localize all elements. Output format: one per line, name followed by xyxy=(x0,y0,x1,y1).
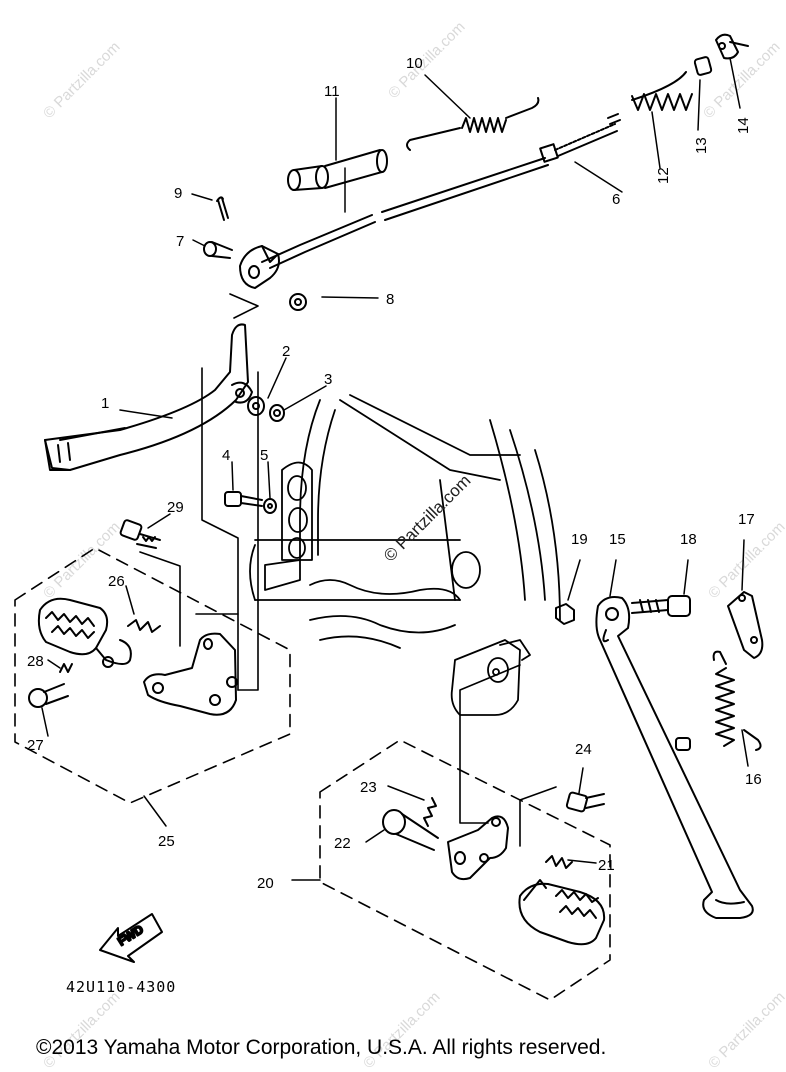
side-stand xyxy=(595,596,754,919)
rod-clevis xyxy=(239,245,280,289)
nut-3 xyxy=(269,404,285,422)
callout-6: 6 xyxy=(612,191,620,208)
callout-29: 29 xyxy=(167,499,184,516)
footrest-assembly-25 xyxy=(14,547,291,804)
pin-7 xyxy=(203,241,233,259)
brake-pedal xyxy=(44,323,253,471)
callout-22: 22 xyxy=(334,835,351,852)
footrest-assembly-20 xyxy=(319,739,611,1001)
callout-23: 23 xyxy=(360,779,377,796)
bolt-4 xyxy=(224,491,263,507)
washer-2 xyxy=(247,396,265,416)
callout-15: 15 xyxy=(609,531,626,548)
spring-12 xyxy=(631,71,693,111)
callout-16: 16 xyxy=(745,771,762,788)
copyright-notice: ©2013 Yamaha Motor Corporation, U.S.A. A… xyxy=(36,1036,607,1059)
callout-9: 9 xyxy=(174,185,182,202)
shaft-11 xyxy=(287,149,388,191)
fwd-label: FWD xyxy=(115,922,146,949)
callout-26: 26 xyxy=(108,573,125,590)
bolt-18 xyxy=(631,595,691,617)
callout-5: 5 xyxy=(260,447,268,464)
callout-21: 21 xyxy=(598,857,615,874)
callout-27: 27 xyxy=(27,737,44,754)
callout-3: 3 xyxy=(324,371,332,388)
callout-7: 7 xyxy=(176,233,184,250)
callout-25: 25 xyxy=(158,833,175,850)
callout-12: 12 xyxy=(655,167,672,184)
nut-19 xyxy=(555,603,575,625)
callout-24: 24 xyxy=(575,741,592,758)
bolt-29 xyxy=(119,519,161,549)
callout-20: 20 xyxy=(257,875,274,892)
washer-8 xyxy=(289,293,307,311)
frame-structure xyxy=(249,394,561,716)
cotter-pin-9 xyxy=(216,196,229,221)
callout-numbers: 1 2 3 4 5 6 7 8 9 10 11 12 13 14 15 16 1… xyxy=(27,55,762,892)
callout-2: 2 xyxy=(282,343,290,360)
diagram-code: 42U110-4300 xyxy=(66,978,177,996)
leader-lines xyxy=(41,57,749,881)
spring-16 xyxy=(712,650,762,751)
callout-11: 11 xyxy=(324,83,340,100)
assembly-lines xyxy=(139,293,557,847)
washer-5 xyxy=(263,498,277,514)
callout-8: 8 xyxy=(386,291,394,308)
brake-rod xyxy=(261,113,621,269)
joint-13 xyxy=(693,56,713,76)
callout-28: 28 xyxy=(27,653,44,670)
callout-19: 19 xyxy=(571,531,588,548)
spring-10 xyxy=(406,97,540,151)
callout-18: 18 xyxy=(680,531,697,548)
callout-10: 10 xyxy=(406,55,423,72)
adjust-nut-14 xyxy=(715,33,749,60)
bracket-17 xyxy=(727,591,764,659)
callout-17: 17 xyxy=(738,511,755,528)
fwd-arrow xyxy=(99,913,163,963)
callout-14: 14 xyxy=(735,117,752,134)
callout-4: 4 xyxy=(222,447,230,464)
callout-13: 13 xyxy=(693,137,710,154)
callout-1: 1 xyxy=(101,395,109,412)
